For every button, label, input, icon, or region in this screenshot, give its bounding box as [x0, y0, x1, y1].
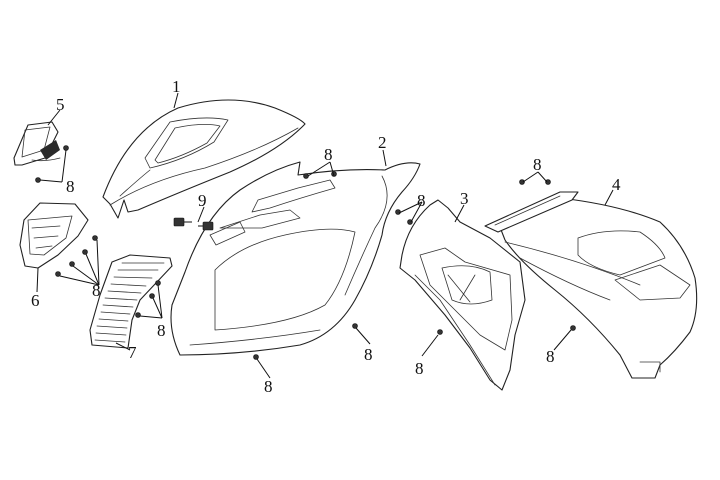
callout-8: 8 [324, 145, 333, 164]
bolt-icon [173, 217, 214, 231]
callout-9: 9 [198, 191, 207, 210]
inner-leg-shield-icon [399, 199, 526, 391]
callout-5: 5 [56, 95, 65, 114]
side-panel-icon [484, 191, 698, 379]
callout-7: 7 [128, 343, 137, 362]
small-bracket-icon [13, 121, 61, 166]
callout-8: 8 [364, 345, 373, 364]
callout-1: 1 [172, 77, 181, 96]
callout-3: 3 [460, 189, 469, 208]
callout-8: 8 [546, 347, 555, 366]
callout-8: 8 [92, 281, 101, 300]
callout-8: 8 [415, 359, 424, 378]
callout-4: 4 [612, 175, 621, 194]
leader-lines [36, 92, 614, 379]
callout-2: 2 [378, 133, 387, 152]
callout-labels: 1 2 3 4 5 6 7 9 8 8 8 8 8 8 8 8 8 8 8 [31, 77, 621, 396]
front-grille-icon [89, 254, 173, 349]
callout-8: 8 [417, 191, 426, 210]
lower-bracket-cover-icon [19, 202, 89, 269]
upper-front-cover-icon [102, 99, 306, 219]
callout-8: 8 [157, 321, 166, 340]
callout-8: 8 [533, 155, 542, 174]
screw-icon [35, 145, 576, 360]
callout-6: 6 [31, 291, 40, 310]
callout-8: 8 [264, 377, 273, 396]
callout-8: 8 [66, 177, 75, 196]
front-shield-panel-icon [170, 161, 421, 356]
